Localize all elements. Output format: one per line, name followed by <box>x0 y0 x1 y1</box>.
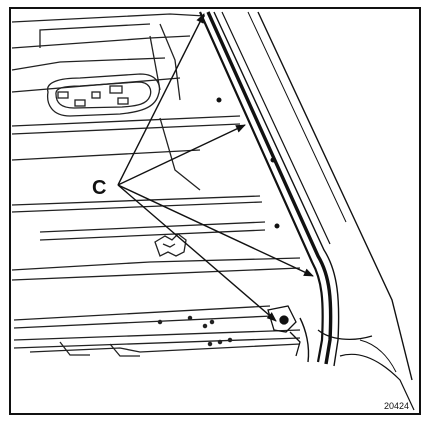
figure-border <box>9 7 421 415</box>
callout-arrow <box>117 13 205 186</box>
callout-arrow <box>117 124 246 186</box>
vehicle-panel <box>11 13 301 357</box>
latch-bracket <box>267 305 301 357</box>
callout-arrow <box>117 184 314 277</box>
callout-label-c: C <box>92 177 106 199</box>
reference-number: 20424 <box>384 401 409 411</box>
door-pillar <box>198 11 415 411</box>
callout-arrows <box>117 13 314 322</box>
callout-arrow <box>117 184 277 322</box>
